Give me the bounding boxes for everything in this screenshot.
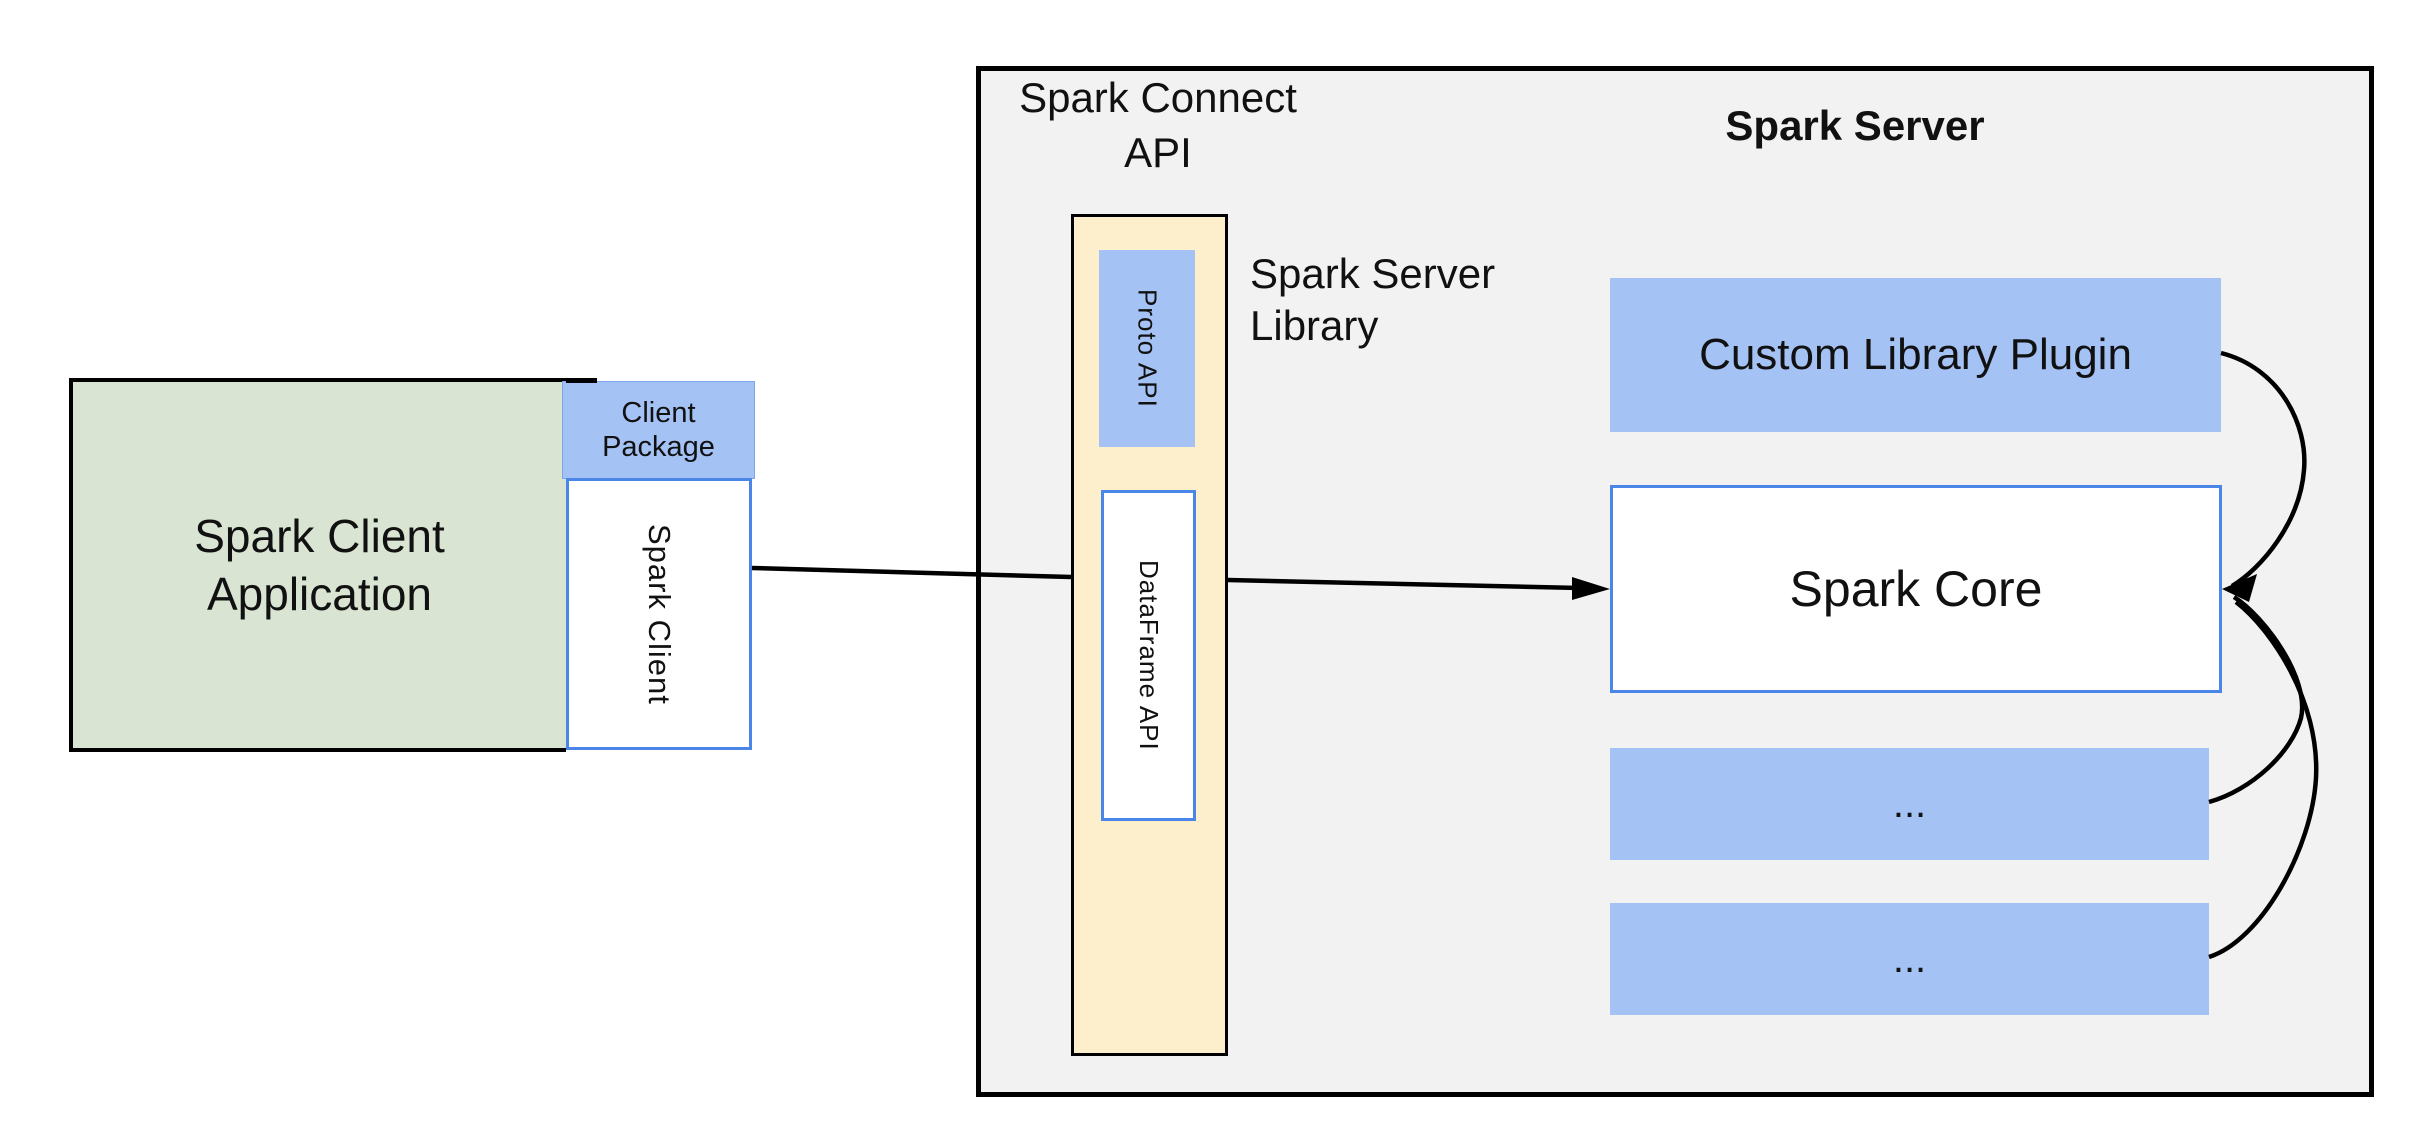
ellipsis-label: ...	[1892, 781, 1927, 826]
spark-connect-api-title: Spark Connect API	[1019, 74, 1297, 176]
custom-library-plugin-label: Custom Library Plugin	[1699, 330, 2132, 379]
client-package-label: Client Package	[602, 397, 715, 463]
spark-server-title: Spark Server	[1725, 102, 1985, 149]
spark-client-application-box: Spark Client Application	[69, 378, 566, 752]
additional-plugin-box-2: ...	[1610, 903, 2209, 1015]
spark-core-label: Spark Core	[1789, 561, 2043, 617]
dataframe-api-box: DataFrame API	[1101, 490, 1196, 821]
proto-api-box: Proto API	[1099, 250, 1195, 447]
spark-core-box: Spark Core	[1610, 485, 2222, 693]
custom-library-plugin-box: Custom Library Plugin	[1610, 278, 2221, 432]
spark-client-box: Spark Client	[566, 478, 752, 750]
spark-client-label: Spark Client	[642, 523, 677, 705]
spark-server-library-label: Spark Server Library	[1250, 250, 1496, 349]
proto-api-label: Proto API	[1132, 289, 1163, 408]
ellipsis-label: ...	[1892, 936, 1927, 981]
client-package-box: Client Package	[562, 381, 755, 479]
spark-client-application-label: Spark Client Application	[194, 510, 445, 620]
dataframe-api-label: DataFrame API	[1134, 560, 1164, 751]
additional-plugin-box-1: ...	[1610, 748, 2209, 860]
green-box-border-extension	[566, 378, 597, 383]
